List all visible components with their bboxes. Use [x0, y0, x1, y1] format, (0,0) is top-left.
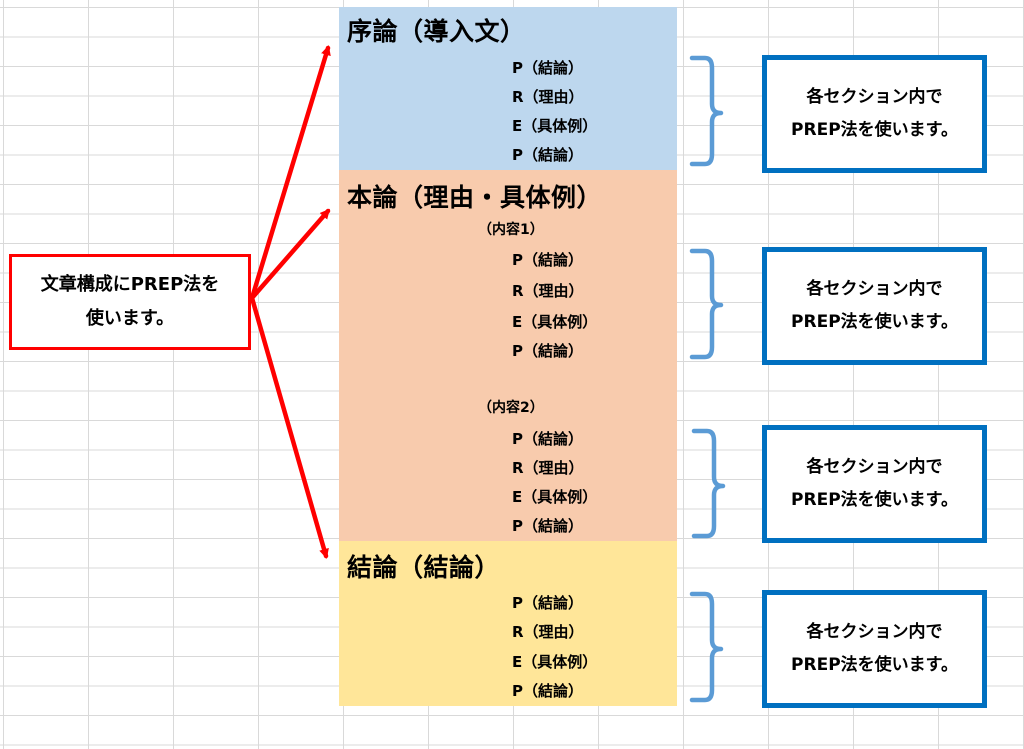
note-line1: 各セクション内で — [806, 87, 943, 107]
arrow-to-intro — [249, 45, 331, 301]
body-content1-item-e: E（具体例） — [512, 313, 598, 331]
brace-icon — [691, 428, 726, 539]
intro-item-p2: P（結論） — [512, 146, 583, 164]
conclusion-item-e: E（具体例） — [512, 653, 598, 671]
prep-structure-line1: 文章構成にPREP法を — [40, 274, 220, 295]
section-note-box-intro: 各セクション内で PREP法を使います。 — [762, 55, 987, 173]
intro-item-p1: P（結論） — [512, 59, 583, 77]
section-note-box-content1: 各セクション内で PREP法を使います。 — [762, 247, 987, 365]
body-content2-item-e: E（具体例） — [512, 488, 598, 506]
arrow-to-conclusion — [249, 295, 329, 559]
brace-icon — [689, 248, 724, 360]
intro-item-r: R（理由） — [512, 88, 584, 106]
conclusion-item-p1: P（結論） — [512, 594, 583, 612]
note-line2: PREP法を使います。 — [791, 120, 958, 140]
body-content2-label: （内容2） — [478, 400, 544, 416]
body-content2-item-p1: P（結論） — [512, 430, 583, 448]
body-content1-label: （内容1） — [478, 222, 544, 238]
section-note-box-conclusion: 各セクション内で PREP法を使います。 — [762, 590, 987, 708]
note-line2: PREP法を使います。 — [791, 655, 958, 675]
note-line1: 各セクション内で — [806, 457, 943, 477]
section-note-box-content2: 各セクション内で PREP法を使います。 — [762, 425, 987, 543]
note-line2: PREP法を使います。 — [791, 312, 958, 332]
body-section-band — [339, 170, 677, 541]
intro-section-band — [339, 7, 677, 170]
body-content2-item-r: R（理由） — [512, 459, 584, 477]
intro-title: 序論（導入文） — [347, 17, 526, 46]
conclusion-item-p2: P（結論） — [512, 682, 583, 700]
conclusion-section-band — [339, 541, 677, 706]
body-content1-item-p2: P（結論） — [512, 342, 583, 360]
body-title: 本論（理由・具体例） — [347, 183, 603, 212]
prep-structure-box: 文章構成にPREP法を 使います。 — [9, 254, 251, 350]
note-line1: 各セクション内で — [806, 279, 943, 299]
body-content1-item-p1: P（結論） — [512, 251, 583, 269]
conclusion-item-r: R（理由） — [512, 623, 584, 641]
intro-item-e: E（具体例） — [512, 117, 598, 135]
body-content1-item-r: R（理由） — [512, 282, 584, 300]
note-line2: PREP法を使います。 — [791, 490, 958, 510]
brace-icon — [689, 55, 724, 167]
prep-structure-line2: 使います。 — [85, 308, 175, 329]
note-line1: 各セクション内で — [806, 622, 943, 642]
body-content2-item-p2: P（結論） — [512, 517, 583, 535]
arrow-to-body — [249, 208, 331, 301]
brace-icon — [689, 591, 724, 703]
conclusion-title: 結論（結論） — [347, 553, 501, 582]
